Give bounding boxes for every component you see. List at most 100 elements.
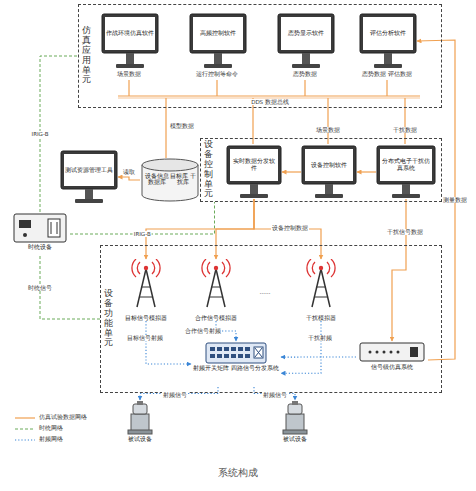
edge-label: IRIG-B bbox=[31, 131, 50, 137]
switch-icon bbox=[191, 341, 281, 387]
edge-label: 射频信号 bbox=[262, 392, 288, 398]
computer-node: 高频控制软件 bbox=[189, 13, 247, 69]
device-label: 被试设备 bbox=[110, 436, 170, 443]
unit-region: 设备功能单元 目标信号模拟器 合作信号模拟器 干扰模拟器射频开关矩阵 四路信号分发系统… bbox=[100, 245, 442, 393]
computer-icon bbox=[376, 145, 436, 199]
simulator-label: 目标信号模拟器 bbox=[121, 315, 171, 321]
legend-line bbox=[15, 439, 35, 440]
region-title: 设备控制单元 bbox=[204, 140, 213, 199]
legend-row: 时统网络 bbox=[14, 423, 87, 434]
computer-node: 评估分析软件 bbox=[359, 13, 417, 69]
computer-label: 实时数据分发软件 bbox=[231, 150, 277, 180]
device-label: 被试设备 bbox=[265, 436, 325, 443]
unit-region: 设备控制单元 实时数据分发软件设备控制软件分布式电子干扰仿真系统 bbox=[200, 138, 442, 202]
connector bbox=[392, 199, 406, 341]
bus-drop bbox=[165, 98, 166, 158]
computer-icon bbox=[301, 145, 357, 199]
antenna-icon bbox=[296, 259, 346, 321]
database-label: 目标库 干扰库 bbox=[170, 173, 196, 186]
annotation-label: …… bbox=[259, 289, 272, 295]
annotation-label: DDS 数据总线 bbox=[250, 99, 290, 105]
region-title: 仿真应用单元 bbox=[82, 26, 91, 85]
computer-label: 评估分析软件 bbox=[364, 18, 412, 49]
signal-simulator: 信号级仿真系统 bbox=[356, 341, 428, 379]
database-label: 设备信息数据库 bbox=[144, 173, 170, 186]
computer-label: 设备控制软件 bbox=[306, 150, 352, 180]
computer-node: 测试资源管理工具 bbox=[60, 150, 118, 204]
annotation-label: 场景数据 bbox=[116, 71, 142, 77]
computer-icon bbox=[189, 13, 247, 69]
legend-row: 射频网络 bbox=[14, 434, 87, 445]
connector bbox=[357, 171, 376, 172]
connector bbox=[254, 199, 321, 259]
computer-label: 态势显示软件 bbox=[282, 18, 330, 49]
connector bbox=[254, 387, 295, 400]
edge-label: 干扰射频 bbox=[307, 335, 333, 341]
connector bbox=[282, 171, 301, 172]
legend-sample bbox=[14, 437, 36, 443]
connector bbox=[216, 199, 254, 259]
computer-node: 实时数据分发软件 bbox=[226, 145, 282, 199]
computer-icon bbox=[60, 150, 118, 204]
computer-label: 作战环境仿真软件 bbox=[106, 18, 154, 49]
edge-label: 目标信号射频 bbox=[126, 335, 164, 341]
bus-drop bbox=[128, 80, 129, 96]
annotation-label: 态势数据 评估数据 bbox=[361, 71, 413, 77]
edge-label: 读取 bbox=[122, 169, 136, 175]
annotation-label: 模型数据 bbox=[169, 123, 195, 129]
database-node: 设备信息数据库目标库 干扰库 bbox=[140, 158, 200, 202]
legend-line bbox=[15, 428, 35, 429]
switch-label: 射频开关矩阵 四路信号分发系统 bbox=[191, 365, 281, 371]
computer-label: 高频控制软件 bbox=[194, 18, 242, 49]
edge-label: IRIG-B bbox=[133, 231, 152, 237]
computer-node: 态势显示软件 bbox=[277, 13, 335, 69]
device-under-test: 被试设备 bbox=[110, 400, 170, 446]
computer-icon bbox=[277, 13, 335, 69]
computer-icon bbox=[226, 145, 282, 199]
edge-label: 射频信号 bbox=[162, 392, 188, 398]
connector bbox=[281, 321, 321, 373]
simulator-label: 合作信号模拟器 bbox=[191, 315, 241, 321]
computer-icon bbox=[101, 13, 159, 69]
edge-label: 干扰信号数据 bbox=[386, 229, 424, 235]
rf-switch-matrix: 射频开关矩阵 四路信号分发系统 bbox=[191, 341, 281, 387]
edge-label: 测量数据 bbox=[442, 197, 468, 203]
legend-sample bbox=[14, 426, 36, 432]
connector bbox=[281, 356, 356, 357]
edge-label: 设备控制数据 bbox=[271, 225, 309, 231]
connector bbox=[140, 387, 218, 400]
legend-text: 时统网络 bbox=[39, 424, 63, 433]
device-under-test: 被试设备 bbox=[265, 400, 325, 446]
computer-node: 分布式电子干扰仿真系统 bbox=[376, 145, 436, 199]
computer-node: 作战环境仿真软件 bbox=[101, 13, 159, 69]
antenna-simulator: 干扰模拟器 bbox=[296, 259, 346, 321]
legend: 仿真试验数据网络时统网络射频网络 bbox=[14, 412, 87, 445]
device-label: 时统设备 bbox=[10, 244, 70, 251]
legend-line bbox=[15, 417, 35, 418]
simulator-box-icon bbox=[356, 341, 428, 379]
legend-row: 仿真试验数据网络 bbox=[14, 412, 87, 423]
computer-icon bbox=[359, 13, 417, 69]
computer-label: 测试资源管理工具 bbox=[65, 155, 113, 185]
annotation-label: 干扰数据 bbox=[392, 127, 418, 133]
bus-drop bbox=[386, 80, 387, 96]
antenna-simulator: 合作信号模拟器 bbox=[191, 259, 241, 321]
edge-label: 合作信号射频 bbox=[184, 328, 222, 334]
antenna-icon bbox=[121, 259, 171, 321]
computer-label: 分布式电子干扰仿真系统 bbox=[381, 150, 431, 180]
legend-text: 射频网络 bbox=[39, 435, 63, 444]
connector bbox=[146, 199, 254, 259]
connector bbox=[118, 177, 140, 180]
annotation-label: 运行控制等命令 bbox=[195, 71, 239, 77]
bus-line bbox=[118, 95, 420, 96]
time-sync-device: 时统设备 bbox=[10, 212, 70, 256]
simulator-label: 信号级仿真系统 bbox=[356, 364, 428, 370]
unit-region: 仿真应用单元 作战环境仿真软件 高频控制软件 态势显示软件 评估分析软件 bbox=[78, 4, 442, 108]
legend-sample bbox=[14, 415, 36, 421]
antenna-icon bbox=[191, 259, 241, 321]
region-title: 设备功能单元 bbox=[104, 289, 113, 348]
bus-drop bbox=[216, 80, 217, 96]
legend-text: 仿真试验数据网络 bbox=[39, 413, 87, 422]
bus-drop bbox=[304, 80, 305, 96]
